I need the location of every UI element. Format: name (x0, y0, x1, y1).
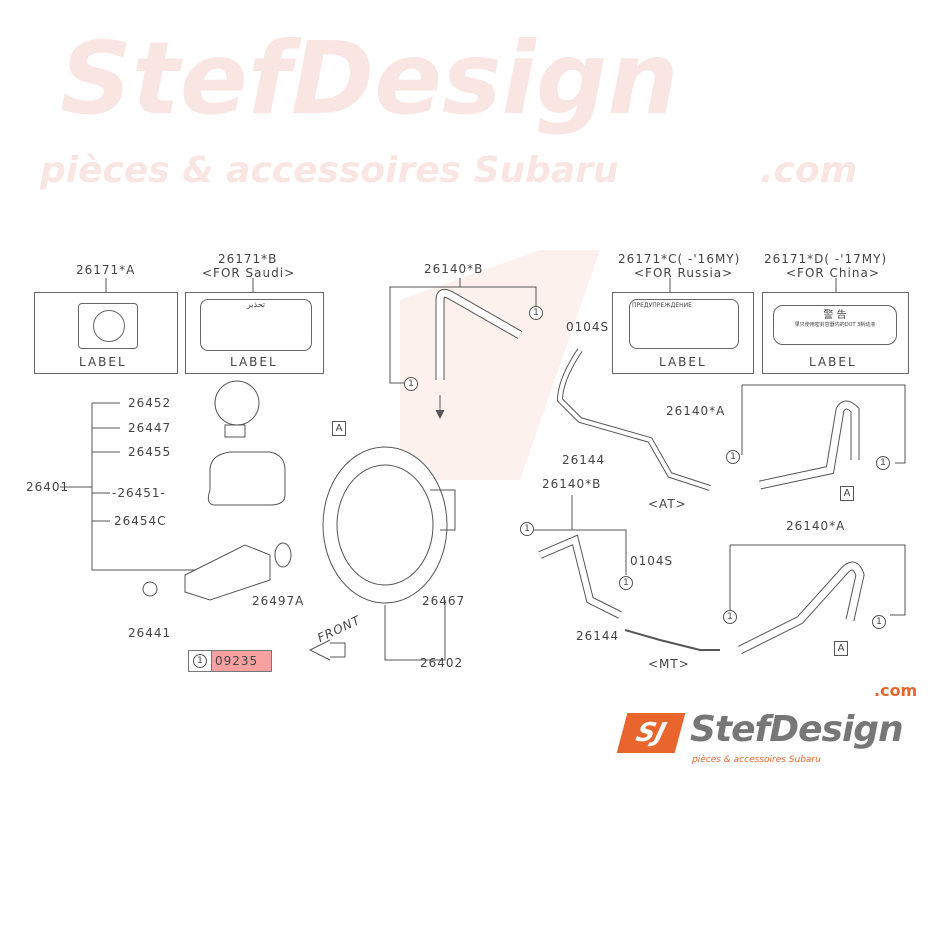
part-26171c: 26171*C( -'16MY) (618, 252, 741, 266)
circled-1-marker: 1 (520, 522, 534, 536)
part-26447: 26447 (128, 421, 172, 435)
part-26402: 26402 (420, 656, 464, 670)
watermark-tagline: pièces & accessoires Subaru (40, 150, 619, 191)
part-26454c: 26454C (114, 514, 167, 528)
part-26140a-top: 26140*A (666, 404, 726, 418)
part-26171d: 26171*D( -'17MY) (764, 252, 888, 266)
part-26144-mid: 26144 (576, 629, 620, 643)
part-26140b-mid: 26140*B (542, 477, 602, 491)
footnote-code: 09235 (212, 651, 271, 671)
circled-1-marker: 1 (872, 615, 886, 629)
part-26144-top: 26144 (562, 453, 606, 467)
footnote-circle: 1 (193, 654, 207, 668)
part-26451: -26451- (112, 486, 166, 500)
logo-tagline: pièces & accessoires Subaru (692, 755, 821, 765)
label-caption: LABEL (659, 355, 707, 369)
footnote: 1 09235 (188, 650, 272, 672)
circled-1-marker: 1 (726, 450, 740, 464)
note-for-saudi: <FOR Saudi> (202, 266, 296, 280)
ref-a-marker: A (332, 421, 346, 436)
russia-warning-sticker: ПРЕДУПРЕЖДЕНИЕ (629, 299, 739, 349)
part-26441: 26441 (128, 626, 172, 640)
logo-com: .com (874, 681, 918, 700)
part-26140b-top: 26140*B (424, 262, 484, 276)
circled-1-marker: 1 (876, 456, 890, 470)
part-26455: 26455 (128, 445, 172, 459)
part-0104s-mid: 0104S (630, 554, 674, 568)
watermark-com: .com (760, 150, 858, 191)
label-box-a: LABEL (34, 292, 178, 374)
circled-1-marker: 1 (723, 610, 737, 624)
variant-at: <AT> (648, 497, 687, 511)
label-box-b: تحذير LABEL (185, 292, 324, 374)
china-warning-text: 果只使用密封容器内的DOT 3制动液 (794, 322, 876, 328)
part-26171a: 26171*A (76, 263, 136, 277)
cap-label-icon (78, 303, 138, 349)
part-26497a: 26497A (252, 594, 305, 608)
variant-mt: <MT> (648, 657, 690, 671)
label-caption: LABEL (79, 355, 127, 369)
ref-a-marker: A (834, 641, 848, 656)
circled-1-marker: 1 (529, 306, 543, 320)
watermark-brand: StefDesign (60, 20, 679, 137)
part-26140a-mid: 26140*A (786, 519, 846, 533)
circled-1-marker: 1 (619, 576, 633, 590)
note-for-china: <FOR China> (786, 266, 880, 280)
saudi-warning-sticker: تحذير (200, 299, 312, 351)
part-26401: 26401 (26, 480, 70, 494)
part-0104s-top: 0104S (566, 320, 610, 334)
label-box-d: 警 告 果只使用密封容器内的DOT 3制动液 LABEL (762, 292, 909, 374)
part-26452: 26452 (128, 396, 172, 410)
logo-sj-badge: SJ (616, 713, 686, 753)
label-box-c: ПРЕДУПРЕЖДЕНИЕ LABEL (612, 292, 754, 374)
china-warning-title: 警 告 (823, 310, 847, 321)
part-26467: 26467 (422, 594, 466, 608)
circled-1-marker: 1 (404, 377, 418, 391)
ref-a-marker: A (840, 486, 854, 501)
label-caption: LABEL (230, 355, 278, 369)
note-for-russia: <FOR Russia> (634, 266, 734, 280)
stefdesign-logo: SJ StefDesign .com pièces & accessoires … (612, 681, 922, 765)
label-caption: LABEL (809, 355, 857, 369)
logo-brand: StefDesign (690, 709, 904, 750)
china-warning-sticker: 警 告 果只使用密封容器内的DOT 3制动液 (773, 305, 897, 345)
part-26171b: 26171*B (218, 252, 278, 266)
